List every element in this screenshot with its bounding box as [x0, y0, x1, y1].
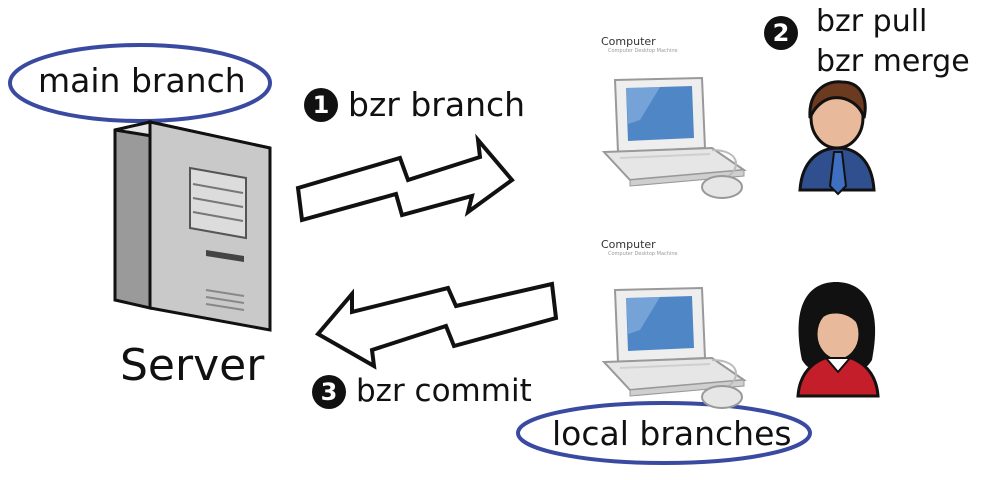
main-branch-ellipse — [8, 43, 272, 123]
laptop-icon — [601, 76, 747, 199]
lightning-arrow-icon — [295, 133, 515, 223]
computer-subcaption-top: Computer Desktop Machine — [608, 48, 678, 54]
local-branches-ellipse — [516, 401, 812, 465]
server-icon — [113, 120, 272, 332]
step-3-command: bzr commit — [356, 373, 532, 409]
local-branches-label: local branches — [552, 414, 792, 453]
laptop-icon — [601, 286, 747, 409]
main-branch-label: main branch — [38, 61, 246, 100]
computer-subcaption-bottom: Computer Desktop Machine — [608, 251, 678, 257]
step-2-command-line-2: bzr merge — [816, 44, 970, 79]
computer-caption-bottom: Computer — [601, 238, 656, 251]
step-3-badge: 3 — [312, 375, 346, 409]
lightning-arrow-icon — [314, 281, 559, 370]
step-2-badge: 2 — [764, 16, 798, 50]
computer-caption-top: Computer — [601, 35, 656, 48]
male-user-icon — [798, 80, 876, 196]
step-1-badge: 1 — [304, 88, 338, 122]
step-2-command-line-1: bzr pull — [816, 4, 928, 39]
server-label: Server — [120, 340, 265, 391]
female-user-icon — [796, 282, 880, 398]
step-1-command: bzr branch — [348, 85, 526, 124]
